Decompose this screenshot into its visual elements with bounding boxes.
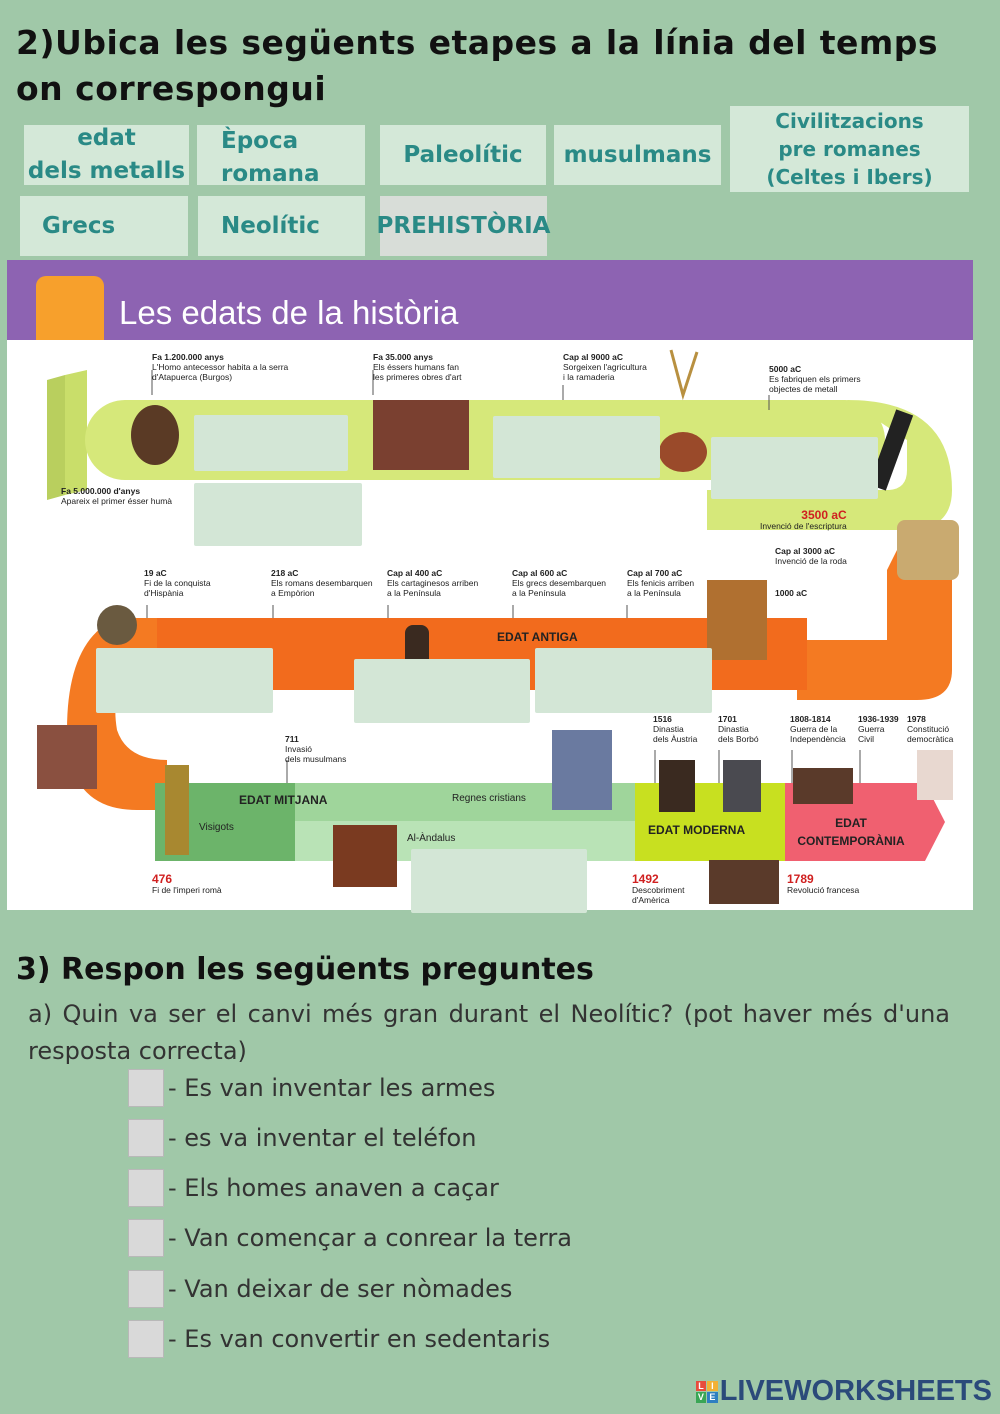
- answer-checkbox[interactable]: [128, 1119, 164, 1157]
- chip-grecs[interactable]: Grecs: [20, 196, 188, 256]
- sub-era-regnes-cristians: Regnes cristians: [452, 793, 526, 804]
- chip-label: Època: [221, 128, 299, 154]
- drop-zone-1[interactable]: [194, 415, 348, 471]
- chip-label: edat: [77, 125, 136, 151]
- chip-civilitzacions-pre-romanes[interactable]: Civilitzacions pre romanes (Celtes i Ibe…: [730, 106, 969, 192]
- answer-checkbox[interactable]: [128, 1069, 164, 1107]
- question-a: a) Quin va ser el canvi més gran durant …: [28, 1000, 950, 1065]
- sub-era-visigots: Visigots: [199, 822, 234, 833]
- drop-zone-6[interactable]: [354, 659, 530, 723]
- option-row: - Van deixar de ser nòmades: [128, 1269, 512, 1309]
- answer-checkbox[interactable]: [128, 1270, 164, 1308]
- chip-label: (Celtes i Ibers): [766, 165, 933, 189]
- chip-neolitic[interactable]: Neolític: [198, 196, 365, 256]
- liveworksheets-logo-icon: L I V E: [695, 1380, 718, 1403]
- drop-zone-2[interactable]: [194, 483, 362, 546]
- chip-epoca-romana[interactable]: Època romana: [197, 125, 365, 187]
- option-row: - Es van inventar les armes: [128, 1068, 495, 1108]
- timeline-image: Les edats de la història: [7, 260, 973, 910]
- timeline-header: [7, 260, 973, 340]
- option-label: - Van deixar de ser nòmades: [168, 1275, 513, 1303]
- timeline-title: Les edats de la història: [119, 294, 459, 331]
- option-label: - es va inventar el teléfon: [168, 1124, 477, 1152]
- option-label: - Van començar a conrear la terra: [168, 1224, 572, 1252]
- orange-square-icon: [36, 276, 104, 340]
- option-label: - Es van inventar les armes: [168, 1074, 496, 1102]
- option-label: - Es van convertir en sedentaris: [168, 1325, 551, 1353]
- drop-zone-5[interactable]: [96, 648, 273, 713]
- section-2-title: 2)Ubica les següents etapes a la línia d…: [16, 23, 938, 108]
- chip-label: pre romanes: [778, 137, 921, 161]
- era-label-mitjana: EDAT MITJANA: [239, 793, 328, 807]
- drop-zone-7[interactable]: [535, 648, 712, 713]
- option-row: - Els homes anaven a caçar: [128, 1168, 499, 1208]
- option-row: - Es van convertir en sedentaris: [128, 1319, 550, 1359]
- answer-checkbox[interactable]: [128, 1169, 164, 1207]
- chip-label: Civilitzacions: [775, 109, 924, 133]
- answer-checkbox[interactable]: [128, 1320, 164, 1358]
- logo-text: LIVEWORKSHEETS: [719, 1375, 992, 1407]
- option-label: - Els homes anaven a caçar: [168, 1174, 499, 1202]
- section-3-title: 3) Respon les següents preguntes: [16, 952, 594, 987]
- answer-checkbox[interactable]: [128, 1219, 164, 1257]
- option-row: - es va inventar el teléfon: [128, 1118, 476, 1158]
- chip-musulmans[interactable]: musulmans: [554, 125, 721, 185]
- era-label-moderna: EDAT MODERNA: [648, 823, 746, 837]
- chip-edat-dels-metalls[interactable]: edat dels metalls: [24, 125, 189, 185]
- option-row: - Van començar a conrear la terra: [128, 1218, 572, 1258]
- chip-label: dels metalls: [27, 158, 186, 184]
- drop-zone-4[interactable]: [711, 437, 878, 499]
- liveworksheets-logo: L I V E LIVEWORKSHEETS: [695, 1375, 992, 1408]
- event-label: 1000 aC: [775, 588, 808, 598]
- drop-zone-8[interactable]: [411, 849, 587, 913]
- sub-era-al-andalus: Al-Àndalus: [407, 833, 456, 844]
- era-label-antiga: EDAT ANTIGA: [497, 630, 578, 644]
- chip-label: romana: [221, 161, 320, 187]
- chip-prehistoria[interactable]: PREHISTÒRIA: [377, 196, 550, 256]
- drop-zone-3[interactable]: [493, 416, 660, 478]
- chip-paleolitic[interactable]: Paleolític: [380, 125, 546, 185]
